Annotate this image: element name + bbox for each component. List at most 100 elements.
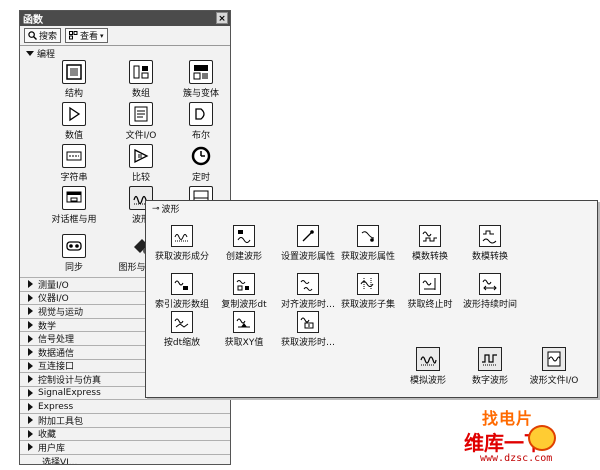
subpalette-analog-waveform[interactable]: 模拟波形 bbox=[388, 347, 468, 387]
waveform-item-duration[interactable]: 波形持续时间 bbox=[450, 273, 530, 313]
get-waveform-components-icon bbox=[171, 225, 193, 247]
subpalette-waveform-file-io[interactable]: 波形文件I/O bbox=[514, 347, 594, 387]
waveform-item-get-xy[interactable]: 获取XY值 bbox=[204, 311, 284, 351]
palette-item-dialog[interactable]: 对话框与用 bbox=[36, 186, 112, 226]
category-measurement-io[interactable]: 测量I/O bbox=[20, 277, 230, 291]
category-signal-processing[interactable]: 信号处理 bbox=[20, 331, 230, 345]
palette-title: 函数 bbox=[23, 15, 43, 26]
expand-triangle-icon bbox=[28, 348, 33, 357]
pin-icon[interactable]: ⊸ bbox=[152, 203, 160, 214]
select-vi-item[interactable]: 选择VI... bbox=[20, 453, 230, 464]
string-icon bbox=[62, 144, 86, 168]
section-label: 编程 bbox=[37, 49, 56, 60]
site-watermark: 找电片 维库一下 www.dzsc.com bbox=[452, 405, 598, 467]
view-button[interactable]: 查看 ▾ bbox=[65, 28, 108, 43]
align-waveform-icon bbox=[297, 273, 319, 295]
category-data-communication[interactable]: 数据通信 bbox=[20, 344, 230, 359]
structure-icon bbox=[62, 60, 86, 84]
category-signalexpress[interactable]: SignalExpress bbox=[20, 385, 230, 400]
watermark-top-text: 找电片 bbox=[482, 409, 534, 428]
palette-item-array[interactable]: 数组 bbox=[103, 60, 179, 100]
category-addons[interactable]: 附加工具包 bbox=[20, 412, 230, 427]
expand-triangle-icon bbox=[28, 280, 33, 289]
waveform-palette-title: 波形 bbox=[161, 205, 180, 215]
waveform-item-get-attribute[interactable]: 获取波形属性 bbox=[328, 225, 408, 265]
expand-triangle-icon bbox=[28, 334, 33, 343]
waveform-item-index-array[interactable]: 索引波形数组 bbox=[142, 273, 222, 313]
palette-item-comparison[interactable]: 比较 bbox=[103, 144, 179, 184]
palette-item-structures[interactable]: 结构 bbox=[36, 60, 112, 100]
expand-triangle-icon bbox=[28, 361, 33, 370]
dialog-icon bbox=[62, 186, 86, 210]
index-waveform-array-icon bbox=[171, 273, 193, 295]
expand-triangle-icon bbox=[28, 416, 33, 425]
close-button[interactable]: × bbox=[216, 12, 228, 24]
view-options-icon bbox=[69, 31, 78, 40]
category-connectivity[interactable]: 互连接口 bbox=[20, 358, 230, 372]
palette-item-timing[interactable]: 定时 bbox=[163, 144, 230, 184]
ad-conversion-icon bbox=[419, 225, 441, 247]
palette-item-boolean[interactable]: 布尔 bbox=[163, 102, 230, 142]
palette-toolbar: 搜索 查看 ▾ bbox=[20, 26, 230, 46]
waveform-item-copy-dt[interactable]: 复制波形dt bbox=[204, 273, 284, 313]
section-programming[interactable]: 编程 bbox=[20, 46, 230, 60]
palette-item-numeric[interactable]: 数值 bbox=[36, 102, 112, 142]
category-instrument-io[interactable]: 仪器I/O bbox=[20, 290, 230, 304]
waveform-subpalette: ⊸ 波形 获取波形成分 创建波形 设置波形属性 获取波形属性 模数转换 数模转换… bbox=[145, 200, 598, 398]
file-io-icon bbox=[129, 102, 153, 126]
expand-triangle-icon bbox=[28, 307, 33, 316]
waveform-item-build[interactable]: 创建波形 bbox=[204, 225, 284, 265]
view-label: 查看 bbox=[80, 32, 99, 42]
waveform-palette-header[interactable]: ⊸ 波形 bbox=[152, 202, 180, 216]
mascot-icon bbox=[528, 425, 556, 451]
copy-dt-icon bbox=[233, 273, 255, 295]
waveform-file-io-icon bbox=[542, 347, 566, 371]
waveform-item-da-conversion[interactable]: 数模转换 bbox=[450, 225, 530, 265]
category-user-libraries[interactable]: 用户库 bbox=[20, 440, 230, 454]
category-express[interactable]: Express bbox=[20, 399, 230, 413]
boolean-icon bbox=[189, 102, 213, 126]
waveform-item-get-final-time[interactable]: 获取终止时 bbox=[390, 273, 470, 313]
subpalette-digital-waveform[interactable]: 数字波形 bbox=[450, 347, 530, 387]
waveform-item-get-time-array[interactable]: 获取波形时… bbox=[268, 311, 348, 351]
palette-item-string[interactable]: 字符串 bbox=[36, 144, 112, 184]
search-button[interactable]: 搜索 bbox=[24, 28, 62, 43]
expand-triangle-icon bbox=[28, 321, 33, 330]
waveform-item-align[interactable]: 对齐波形时… bbox=[268, 273, 348, 313]
expand-triangle-icon bbox=[28, 443, 33, 452]
get-waveform-attribute-icon bbox=[357, 225, 379, 247]
array-icon bbox=[129, 60, 153, 84]
get-waveform-time-icon bbox=[297, 311, 319, 333]
palette-item-file-io[interactable]: 文件I/O bbox=[103, 102, 179, 142]
numeric-icon bbox=[62, 102, 86, 126]
category-mathematics[interactable]: 数学 bbox=[20, 317, 230, 332]
get-xy-value-icon bbox=[233, 311, 255, 333]
expand-triangle-icon bbox=[28, 293, 33, 302]
waveform-item-scale-dt[interactable]: 按dt缩放 bbox=[142, 311, 222, 351]
da-conversion-icon bbox=[479, 225, 501, 247]
waveform-item-get-components[interactable]: 获取波形成分 bbox=[142, 225, 222, 265]
scale-dt-icon bbox=[171, 311, 193, 333]
waveform-item-ad-conversion[interactable]: 模数转换 bbox=[390, 225, 470, 265]
category-favorites[interactable]: 收藏 bbox=[20, 426, 230, 440]
get-final-time-icon bbox=[419, 273, 441, 295]
palette-title-bar[interactable]: 函数 × bbox=[20, 11, 230, 26]
palette-item-synchronization[interactable]: 同步 bbox=[36, 234, 112, 274]
set-waveform-attribute-icon bbox=[297, 225, 319, 247]
digital-waveform-icon bbox=[478, 347, 502, 371]
category-control-design[interactable]: 控制设计与仿真 bbox=[20, 372, 230, 386]
collapse-triangle-icon bbox=[26, 50, 34, 56]
expand-triangle-icon bbox=[28, 402, 33, 411]
search-label: 搜索 bbox=[39, 32, 58, 42]
expand-triangle-icon bbox=[28, 375, 33, 384]
category-vision-motion[interactable]: 视觉与运动 bbox=[20, 304, 230, 318]
waveform-item-set-attribute[interactable]: 设置波形属性 bbox=[268, 225, 348, 265]
get-waveform-subset-icon bbox=[357, 273, 379, 295]
analog-waveform-icon bbox=[416, 347, 440, 371]
comparison-icon bbox=[129, 144, 153, 168]
waveform-item-get-subset[interactable]: 获取波形子集 bbox=[328, 273, 408, 313]
expand-triangle-icon bbox=[28, 429, 33, 438]
palette-item-cluster[interactable]: 簇与变体 bbox=[163, 60, 230, 100]
watermark-url: www.dzsc.com bbox=[480, 453, 553, 464]
build-waveform-icon bbox=[233, 225, 255, 247]
